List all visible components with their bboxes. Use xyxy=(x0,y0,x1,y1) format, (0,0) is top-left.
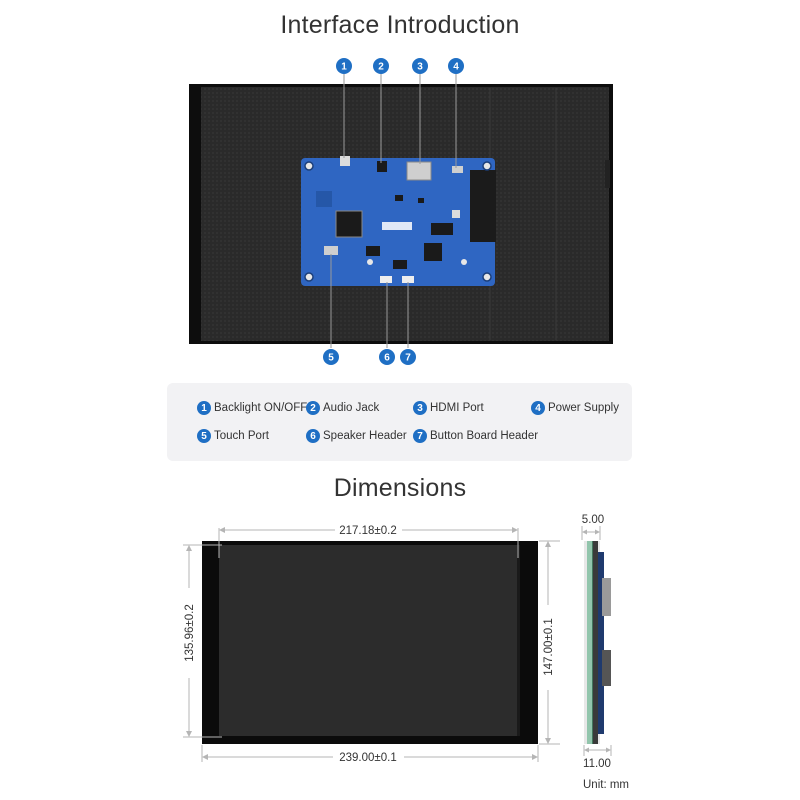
legend-label: HDMI Port xyxy=(430,402,484,414)
audio-jack xyxy=(377,161,387,172)
callout-7 xyxy=(400,349,416,365)
legend-label: Backlight ON/OFF xyxy=(214,402,308,414)
dim-outer-height: 147.00±0.1 xyxy=(543,618,555,675)
legend-item: 5 Touch Port xyxy=(197,429,269,443)
touch-port xyxy=(324,246,338,255)
callout-1-label: 1 xyxy=(341,62,347,73)
side-view xyxy=(584,541,611,744)
driver-board xyxy=(301,156,496,286)
callouts: 1 2 3 4 5 6 7 xyxy=(323,58,464,365)
dimensions-title: Dimensions xyxy=(333,474,467,502)
callout-4-label: 4 xyxy=(453,62,459,73)
button-header xyxy=(402,276,414,283)
legend-item: 6 Speaker Header xyxy=(306,429,407,443)
logo-area xyxy=(382,222,412,230)
legend-label: Touch Port xyxy=(214,430,269,442)
front-view xyxy=(202,541,538,744)
callout-6 xyxy=(379,349,395,365)
main-chip xyxy=(335,210,363,238)
legend-item: 4 Power Supply xyxy=(531,401,619,415)
unit-label: Unit: mm xyxy=(583,779,629,791)
interface-title: Interface Introduction xyxy=(280,11,520,39)
dim-thickness-top: 5.00 xyxy=(582,514,604,526)
legend-panel: 1 Backlight ON/OFF 2 Audio Jack 3 HDMI P… xyxy=(167,383,632,461)
legend-number: 5 xyxy=(197,429,211,443)
dimension-arrows xyxy=(186,527,611,760)
legend-number: 4 xyxy=(531,401,545,415)
pcb-bottom xyxy=(301,230,495,286)
callout-2 xyxy=(373,58,389,74)
callout-5-label: 5 xyxy=(328,353,334,364)
legend-number: 3 xyxy=(413,401,427,415)
legend-number: 6 xyxy=(306,429,320,443)
legend-label: Power Supply xyxy=(548,402,619,414)
legend-item: 7 Button Board Header xyxy=(413,429,538,443)
dim-active-width: 217.18±0.2 xyxy=(339,525,396,537)
legend-item: 2 Audio Jack xyxy=(306,401,379,415)
callout-7-label: 7 xyxy=(405,353,411,364)
secondary-chip xyxy=(424,243,442,261)
fpc-cable xyxy=(470,170,496,242)
dim-outer-width: 239.00±0.1 xyxy=(339,752,396,764)
callout-2-label: 2 xyxy=(378,62,384,73)
legend-label: Speaker Header xyxy=(323,430,407,442)
dimension-labels: 217.18±0.2 239.00±0.1 135.96±0.2 147.00±… xyxy=(184,514,611,770)
speaker-header xyxy=(380,276,392,283)
callout-5 xyxy=(323,349,339,365)
legend-label: Button Board Header xyxy=(430,430,539,442)
callout-1 xyxy=(336,58,352,74)
backlight-switch xyxy=(340,156,350,166)
callout-6-label: 6 xyxy=(384,353,390,364)
callout-3-label: 3 xyxy=(417,62,423,73)
legend-label: Audio Jack xyxy=(323,402,380,414)
legend-item: 3 HDMI Port xyxy=(413,401,484,415)
legend-number: 7 xyxy=(413,429,427,443)
front-active-area xyxy=(219,545,518,736)
callout-3 xyxy=(412,58,428,74)
legend-item: 1 Backlight ON/OFF xyxy=(197,401,307,415)
power-port xyxy=(452,166,463,173)
hdmi-port xyxy=(406,161,432,181)
callout-lines xyxy=(330,74,457,348)
callout-4 xyxy=(448,58,464,74)
legend-number: 2 xyxy=(306,401,320,415)
dim-thickness-bottom: 11.00 xyxy=(583,758,611,770)
legend-number: 1 xyxy=(197,401,211,415)
dim-active-height: 135.96±0.2 xyxy=(184,604,196,661)
